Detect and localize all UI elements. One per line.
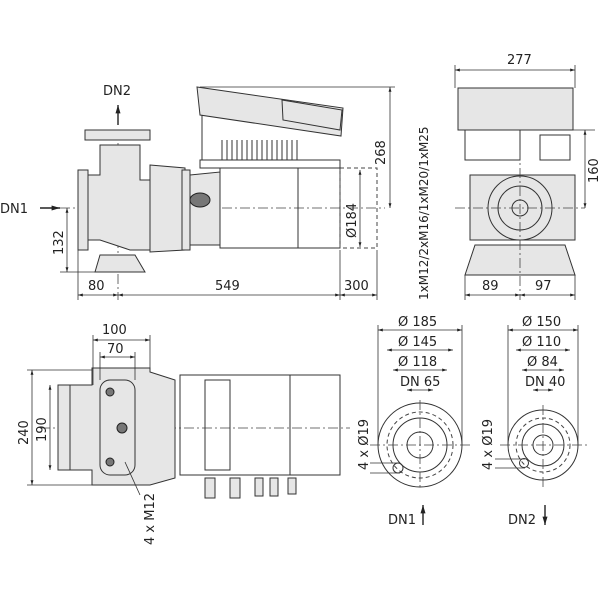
dn2-nominal: DN 40 [525,375,565,390]
dim-240: 240 [17,420,32,445]
dn2-outer: Ø 150 [522,315,561,330]
dn1-raised-face: Ø 118 [398,355,437,370]
dim-160: 160 [587,158,600,183]
dim-549: 549 [215,279,240,294]
flange-dn2: Ø 150 Ø 110 Ø 84 DN 40 4 x Ø19 DN2 [481,315,590,528]
motor [199,140,378,249]
controller-box [196,86,344,160]
dim-132: 132 [52,230,67,255]
side-dimensions: 132 80 549 300 268 Ø184 [52,86,395,300]
inlet-label: DN1 [0,202,28,217]
dim-184: Ø184 [345,203,360,238]
dn1-bolt-circle: Ø 145 [398,335,437,350]
dn1-holes: 4 x Ø19 [357,419,372,470]
dn2-raised-face: Ø 84 [527,355,558,370]
pump-housing [77,129,221,273]
dim-70: 70 [107,342,124,357]
dim-100: 100 [102,323,127,338]
pump-body [469,174,576,241]
controller-box [457,87,574,131]
dim-268: 268 [374,140,389,165]
end-view: 1xM12/2xM16/1xM20/1xM25 277 160 89 97 [417,53,600,300]
outlet-label: DN2 [103,84,131,99]
dn2-label: DN2 [508,513,536,528]
cooling-fins [221,140,298,160]
dim-89: 89 [482,279,499,294]
cable-gland-label: 1xM12/2xM16/1xM20/1xM25 [417,126,431,300]
dim-277: 277 [507,53,532,68]
dn1-label: DN1 [388,513,416,528]
bolts-label: 4 x M12 [143,493,158,545]
dn2-holes: 4 x Ø19 [481,419,496,470]
flange-dn1: Ø 185 Ø 145 Ø 118 DN 65 4 x Ø19 DN1 [357,315,470,528]
dn1-nominal: DN 65 [400,375,440,390]
side-view: DN2 DN1 132 80 549 300 268 Ø184 [0,84,395,300]
plan-view: 100 70 240 190 4 x M12 [17,323,350,545]
dn1-outer: Ø 185 [398,315,437,330]
motor [179,374,341,476]
dim-80: 80 [88,279,105,294]
cable-glands [204,477,297,499]
dim-190: 190 [35,417,50,442]
dn2-bolt-circle: Ø 110 [522,335,561,350]
dim-97: 97 [535,279,552,294]
dim-300: 300 [344,279,369,294]
